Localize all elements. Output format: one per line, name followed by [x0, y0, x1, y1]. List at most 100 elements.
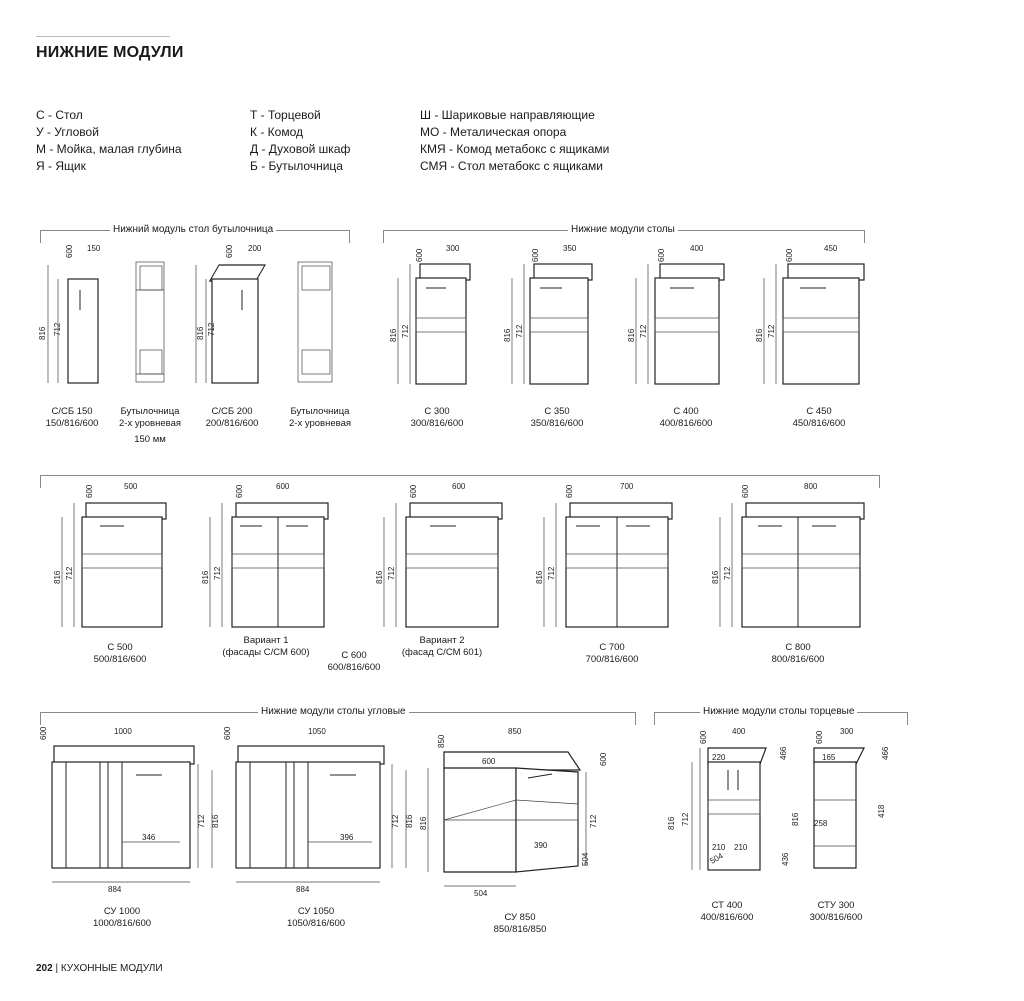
dim-f: 436	[781, 852, 790, 866]
footer-separator: |	[55, 963, 59, 974]
legend-item: У - Угловой	[36, 125, 99, 139]
dim-width: 400	[732, 727, 746, 736]
dim-depth: 600	[531, 248, 540, 262]
dim-side-depth: 600	[599, 752, 608, 766]
dim-height: 816	[53, 570, 62, 584]
dim-depth: 600	[85, 484, 94, 498]
legend-column-3: Ш - Шариковые направляющие МО - Металиче…	[420, 107, 609, 175]
dim-width: 700	[620, 482, 634, 491]
page-number: 202	[36, 963, 53, 974]
dim-width: 1000	[114, 727, 132, 736]
cabinet-s-sb-150: 150 600 816 712	[38, 244, 101, 384]
dim-height: 816	[419, 816, 428, 830]
dim-inner-height: 712	[723, 566, 732, 580]
section-label-corner: Нижние модули столы угловые	[258, 706, 409, 717]
cabinet-s-500: 500 600 816 712	[53, 482, 167, 628]
dim-width: 850	[508, 727, 522, 736]
dim-width: 150	[87, 244, 101, 253]
dim-depth: 600	[415, 248, 424, 262]
legend-item: С - Стол	[36, 108, 83, 122]
legend-column-2: Т - Торцевой К - Комод Д - Духовой шкаф …	[250, 107, 350, 175]
cabinet-su-1000: 1000 600 346 884 816 712	[39, 726, 220, 894]
bottle-rack-200	[297, 261, 333, 383]
cabinet-s-300: 300 600 816 712	[389, 244, 471, 385]
dim-bottom: 884	[108, 885, 122, 894]
dim-depth: 600	[815, 730, 824, 744]
legend-item: Т - Торцевой	[250, 108, 321, 122]
dim-inner: 220	[712, 753, 726, 762]
dim-f: 418	[877, 804, 886, 818]
dim-height: 816	[627, 328, 636, 342]
dim-inner-height: 712	[65, 566, 74, 580]
dim-width: 300	[446, 244, 460, 253]
dim-a: 210	[712, 843, 726, 852]
dim-width: 800	[804, 482, 818, 491]
dim-height: 816	[211, 814, 220, 828]
legend-item: К - Комод	[250, 125, 303, 139]
cabinet-variant-2: 600 600 816 712	[375, 482, 503, 628]
legend-column-1: С - Стол У - Угловой М - Мойка, малая гл…	[36, 107, 182, 175]
dim-inner-height: 712	[387, 566, 396, 580]
dim-side: 504	[581, 852, 590, 866]
cabinet-s-350: 350 600 816 712	[503, 244, 593, 385]
dim-height: 816	[196, 326, 205, 340]
dim-depth: 600	[235, 484, 244, 498]
legend-item: СМЯ - Стол метабокс с ящиками	[420, 159, 604, 173]
dim-height: 816	[667, 816, 676, 830]
cabinet-su-850: 850 850 600 390 504 504 816 712 600	[419, 727, 608, 898]
page-title: НИЖНИЕ МОДУЛИ	[36, 44, 184, 61]
dim-depth: 600	[699, 730, 708, 744]
dim-height: 816	[711, 570, 720, 584]
dim-bottom: 504	[474, 889, 488, 898]
dim-width: 350	[563, 244, 577, 253]
dim-inner-height: 712	[681, 812, 690, 826]
section-label-tables: Нижние модули столы	[568, 224, 678, 235]
dim-e: 466	[779, 746, 788, 760]
dim-depth: 600	[39, 726, 48, 740]
dim-height: 816	[755, 328, 764, 342]
footer-section-name: КУХОННЫЕ МОДУЛИ	[60, 963, 163, 974]
dim-height: 816	[405, 814, 414, 828]
cabinet-stu-300: 300 600 165 258 466 418 816	[791, 727, 890, 869]
dim-inner-height: 712	[207, 322, 216, 336]
dim-inner-height: 712	[391, 814, 400, 828]
dim-inner-height: 712	[401, 324, 410, 338]
dim-inner-height: 712	[547, 566, 556, 580]
cabinet-s-400: 400 600 816 712	[627, 244, 725, 385]
legend-item: КМЯ - Комод метабокс с ящиками	[420, 142, 610, 156]
dim-inner-height: 712	[767, 324, 776, 338]
dim-width: 450	[824, 244, 838, 253]
dim-inner: 165	[822, 753, 836, 762]
dim-bottom: 884	[296, 885, 310, 894]
dim-height: 816	[503, 328, 512, 342]
dim-depth: 600	[657, 248, 666, 262]
dim-b: 210	[734, 843, 748, 852]
dim-inner: 346	[142, 833, 156, 842]
caption-variant-1: Вариант 1(фасады С/СМ 600)	[222, 635, 310, 658]
dim-depth: 600	[65, 244, 74, 258]
dim-inner-height: 712	[515, 324, 524, 338]
dim-mid: 390	[534, 841, 548, 850]
dim-height: 816	[791, 812, 800, 826]
legend-item: М - Мойка, малая глубина	[36, 142, 182, 156]
cabinet-s-800: 800 600 816 712	[711, 482, 865, 628]
cabinet-s-700: 700 600 816 712	[535, 482, 673, 628]
dim-inner-height: 712	[213, 566, 222, 580]
dim-depth: 600	[741, 484, 750, 498]
cabinet-su-1050: 1050 600 396 884 816 712	[223, 726, 414, 894]
legend-item: Д - Духовой шкаф	[250, 142, 351, 156]
dim-m: 258	[814, 819, 828, 828]
dim-depth: 600	[785, 248, 794, 262]
dim-depth: 600	[565, 484, 574, 498]
